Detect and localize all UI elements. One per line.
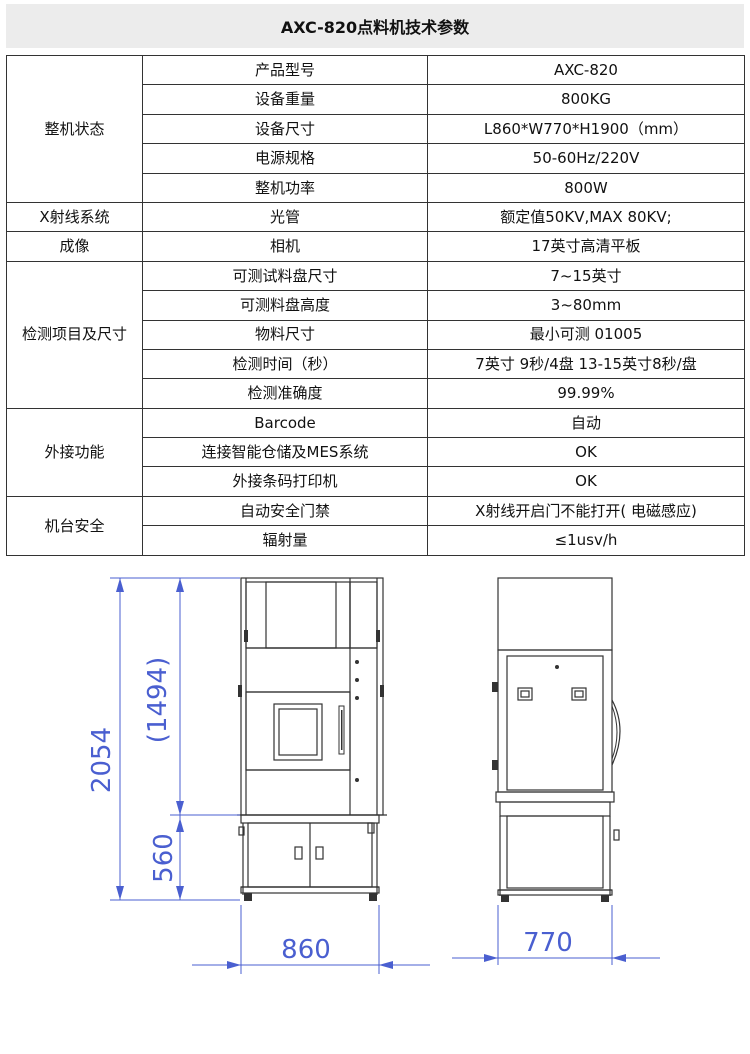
spec-item: 光管 <box>142 201 428 233</box>
spec-value: 7英寸 9秒/4盘 13-15英寸8秒/盘 <box>427 348 745 380</box>
table-row: 辐射量≤1usv/h <box>7 525 745 556</box>
dimensions: 2054 (1494) 560 860 770 <box>87 577 660 974</box>
spec-value: 3~80mm <box>427 290 745 321</box>
dim-width: 860 <box>281 935 331 965</box>
spec-item: 设备尺寸 <box>142 113 428 145</box>
spec-value: 7~15英寸 <box>427 260 745 292</box>
machine-drawing: 2054 (1494) 560 860 770 <box>87 577 660 974</box>
table-row: 检测时间（秒）7英寸 9秒/4盘 13-15英寸8秒/盘 <box>7 348 745 380</box>
dim-depth: 770 <box>523 928 573 958</box>
spec-item: 检测时间（秒） <box>142 348 428 380</box>
side-view <box>492 577 621 902</box>
dim-total-height: 2054 <box>87 727 117 793</box>
spec-value: 99.99% <box>427 378 745 409</box>
spec-item: 整机功率 <box>142 172 428 203</box>
spec-item: 连接智能仓储及MES系统 <box>142 437 428 468</box>
spec-item: 产品型号 <box>142 54 428 86</box>
group-label: 成像 <box>6 231 143 262</box>
spec-value: AXC-820 <box>427 54 745 86</box>
spec-item: 可测料盘高度 <box>142 290 428 321</box>
spec-value: 额定值50KV,MAX 80KV; <box>427 201 745 233</box>
spec-value: 最小可测 01005 <box>427 319 745 350</box>
group-label: 外接功能 <box>6 407 143 497</box>
spec-item: 外接条码打印机 <box>142 466 428 497</box>
spec-item: 物料尺寸 <box>142 319 428 350</box>
spec-item: 可测试料盘尺寸 <box>142 260 428 292</box>
front-view <box>237 577 387 901</box>
spec-value: ≤1usv/h <box>427 525 745 556</box>
spec-item: 设备重量 <box>142 84 428 115</box>
spec-value: 800W <box>427 172 745 203</box>
spec-item: 检测准确度 <box>142 378 428 409</box>
spec-item: 相机 <box>142 231 428 262</box>
spec-value: 17英寸高清平板 <box>427 231 745 262</box>
spec-value: 800KG <box>427 84 745 115</box>
spec-item: 电源规格 <box>142 143 428 174</box>
group-label: 整机状态 <box>6 55 143 203</box>
spec-value: L860*W770*H1900（mm） <box>427 113 745 145</box>
group-label: 检测项目及尺寸 <box>6 260 143 409</box>
spec-item: 辐射量 <box>142 525 428 556</box>
dim-upper-height: (1494) <box>143 657 173 743</box>
spec-value: X射线开启门不能打开( 电磁感应) <box>427 495 745 527</box>
spec-value: 50-60Hz/220V <box>427 143 745 174</box>
group-label: 机台安全 <box>6 495 143 556</box>
spec-value: 自动 <box>427 407 745 439</box>
table-row: 物料尺寸最小可测 01005 <box>7 319 745 350</box>
spec-value: OK <box>427 466 745 497</box>
spec-item: Barcode <box>142 407 428 439</box>
dim-lower-height: 560 <box>149 833 179 883</box>
spec-value: OK <box>427 437 745 468</box>
spec-item: 自动安全门禁 <box>142 495 428 527</box>
group-label: X射线系统 <box>6 201 143 233</box>
page-title: AXC-820点料机技术参数 <box>6 4 744 48</box>
table-row: X射线系统光管额定值50KV,MAX 80KV; <box>6 201 745 233</box>
